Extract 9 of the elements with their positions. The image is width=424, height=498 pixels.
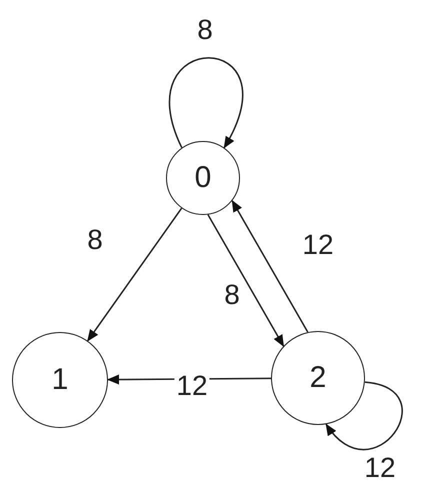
- arrow: [87, 208, 182, 342]
- state-number: 1: [52, 363, 68, 397]
- arrow: [232, 200, 308, 332]
- state-number: 0: [194, 161, 212, 195]
- arrow: [326, 381, 403, 450]
- arrow: [169, 57, 244, 149]
- arrow: [207, 214, 284, 347]
- state-circle: [166, 141, 240, 215]
- state-number: 2: [310, 361, 326, 395]
